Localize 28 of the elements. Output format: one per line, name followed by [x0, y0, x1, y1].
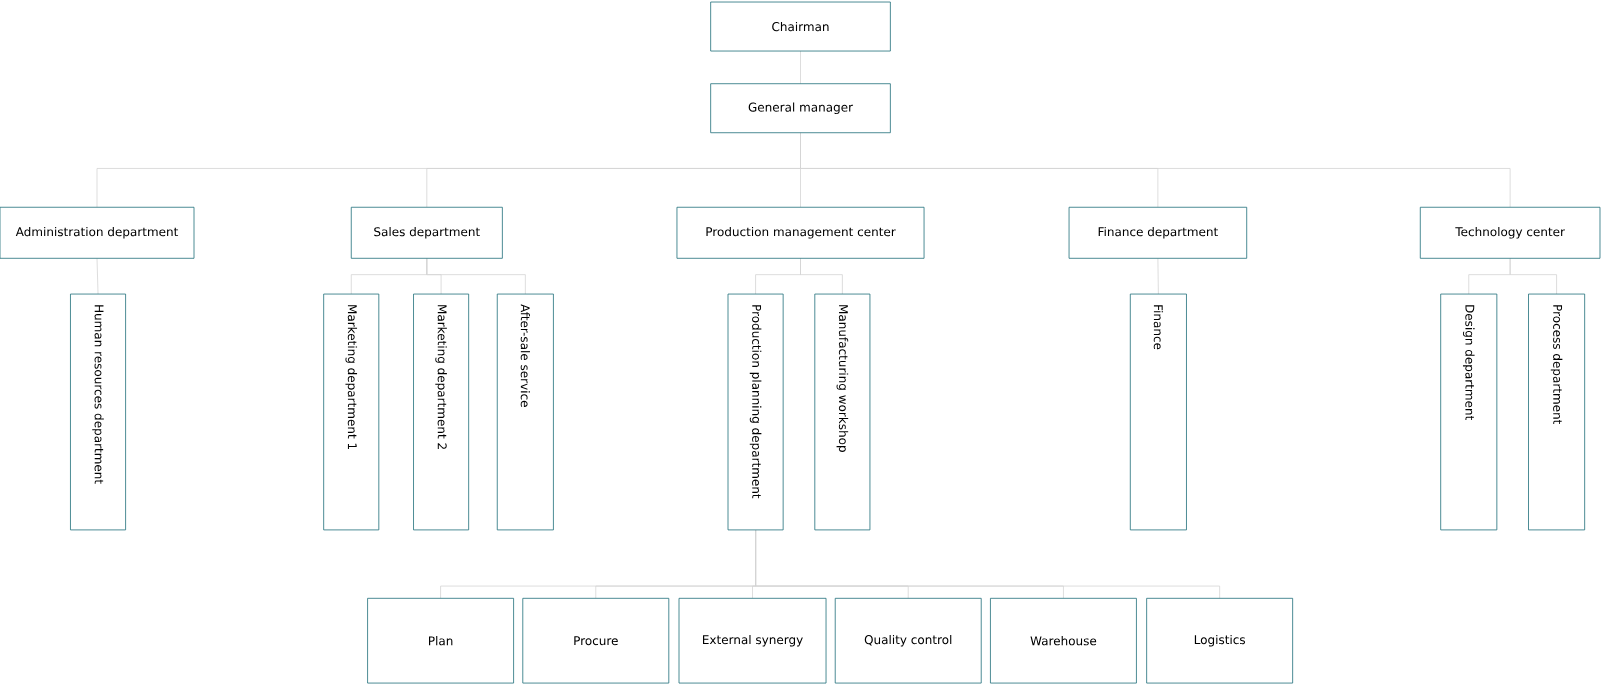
connector-line: [1509, 257, 1557, 295]
connector-line: [426, 257, 526, 295]
connector-line: [800, 50, 801, 85]
department-box: Production planning department: [727, 293, 784, 531]
department-box: Administration department: [0, 206, 195, 259]
connector-line: [800, 132, 1511, 208]
department-box: Finance department: [1068, 206, 1248, 259]
department-box: Human resources department: [70, 293, 126, 531]
department-box: Marketing department 1: [323, 293, 380, 531]
department-box: Finance: [1129, 293, 1187, 531]
department-box: Manufacturing workshop: [814, 293, 871, 531]
department-box: Logistics: [1146, 597, 1294, 684]
department-box: Sales department: [350, 206, 503, 259]
department-box: Production management center: [676, 206, 925, 259]
department-box: Warehouse: [990, 597, 1137, 684]
department-box: Plan: [367, 597, 514, 684]
department-box: Quality control: [834, 597, 982, 684]
department-box: Marketing department 2: [413, 293, 470, 531]
department-box: General manager: [710, 83, 891, 134]
connector-line: [755, 529, 1221, 599]
department-box: Technology center: [1419, 206, 1601, 259]
department-box: Procure: [522, 597, 670, 684]
department-box: Process department: [1528, 293, 1586, 531]
department-box: External synergy: [678, 597, 827, 684]
department-box: Design department: [1440, 293, 1498, 531]
department-box: Chairman: [710, 1, 891, 52]
department-box: After-sale service: [496, 293, 554, 531]
connector-line: [800, 257, 843, 295]
